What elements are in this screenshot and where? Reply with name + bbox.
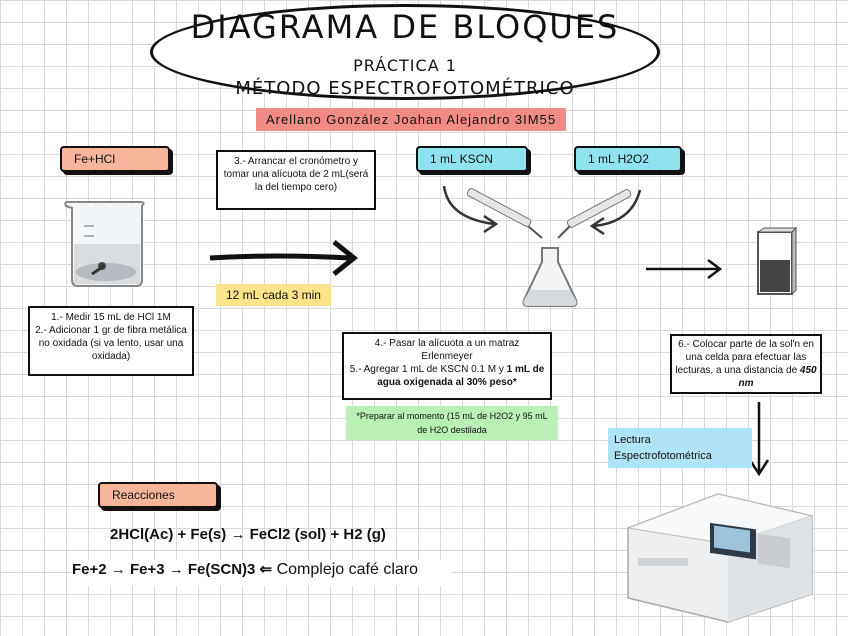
lectura-label: Lectura Espectrofotométrica [608,428,752,468]
reaction-equation-2-formula: Fe+2 → Fe+3 → Fe(SCN)3 ⇐ [72,561,272,578]
steps-4-5-box: 4.- Pasar la alícuota a un matraz Erlenm… [342,332,552,400]
step-6-text-a: 6.- Colocar parte de la sol'n en una cel… [675,339,814,376]
author-label: Arellano González Joahan Alejandro 3IM55 [256,108,566,131]
erlenmeyer-icon [460,188,640,318]
step-1-text: 1.- Medir 15 mL de HCl 1M [33,311,189,324]
step-3-text: 3.- Arrancar el cronómetro y tomar una a… [222,155,370,194]
spectrophotometer-icon [618,488,818,626]
reaction-equation-2: Fe+2 → Fe+3 → Fe(SCN)3 ⇐ Complejo café c… [72,560,452,586]
step-5-text: 5.- Agregar 1 mL de KSCN 0.1 M y 1 mL de… [348,363,546,389]
arrow-icon [206,236,366,280]
steps-1-2-box: 1.- Medir 15 mL de HCl 1M 2.- Adicionar … [28,306,194,376]
page-subtitle: PRÁCTICA 1 [150,56,660,75]
tag-h2o2: 1 mL H2O2 [574,146,682,172]
method-title: MÉTODO ESPECTROFOTOMÉTRICO [150,78,660,99]
page-title: DIAGRAMA DE BLOQUES [150,8,660,46]
step-6-box: 6.- Colocar parte de la sol'n en una cel… [670,334,822,394]
step-2-text: 2.- Adicionar 1 gr de fibra metálica no … [33,324,189,363]
prep-note: *Preparar al momento (15 mL de H2O2 y 95… [346,406,558,440]
tag-kscn: 1 mL KSCN [416,146,528,172]
step-5-text-a: 5.- Agregar 1 mL de KSCN 0.1 M y [350,364,507,375]
beaker-icon [62,196,152,288]
tag-reacciones: Reacciones [98,482,218,508]
reaction-equation-2-text: Complejo café claro [277,561,418,578]
arrow-icon [642,254,728,284]
interval-note: 12 mL cada 3 min [216,284,331,306]
tag-fehcl: Fe+HCl [60,146,170,172]
cuvette-icon [752,226,800,300]
step-3-box: 3.- Arrancar el cronómetro y tomar una a… [216,150,376,210]
step-4-text: 4.- Pasar la alícuota a un matraz Erlenm… [348,337,546,363]
reaction-equation-1: 2HCl(Ac) + Fe(s) → FeCl2 (sol) + H2 (g) [110,526,386,543]
